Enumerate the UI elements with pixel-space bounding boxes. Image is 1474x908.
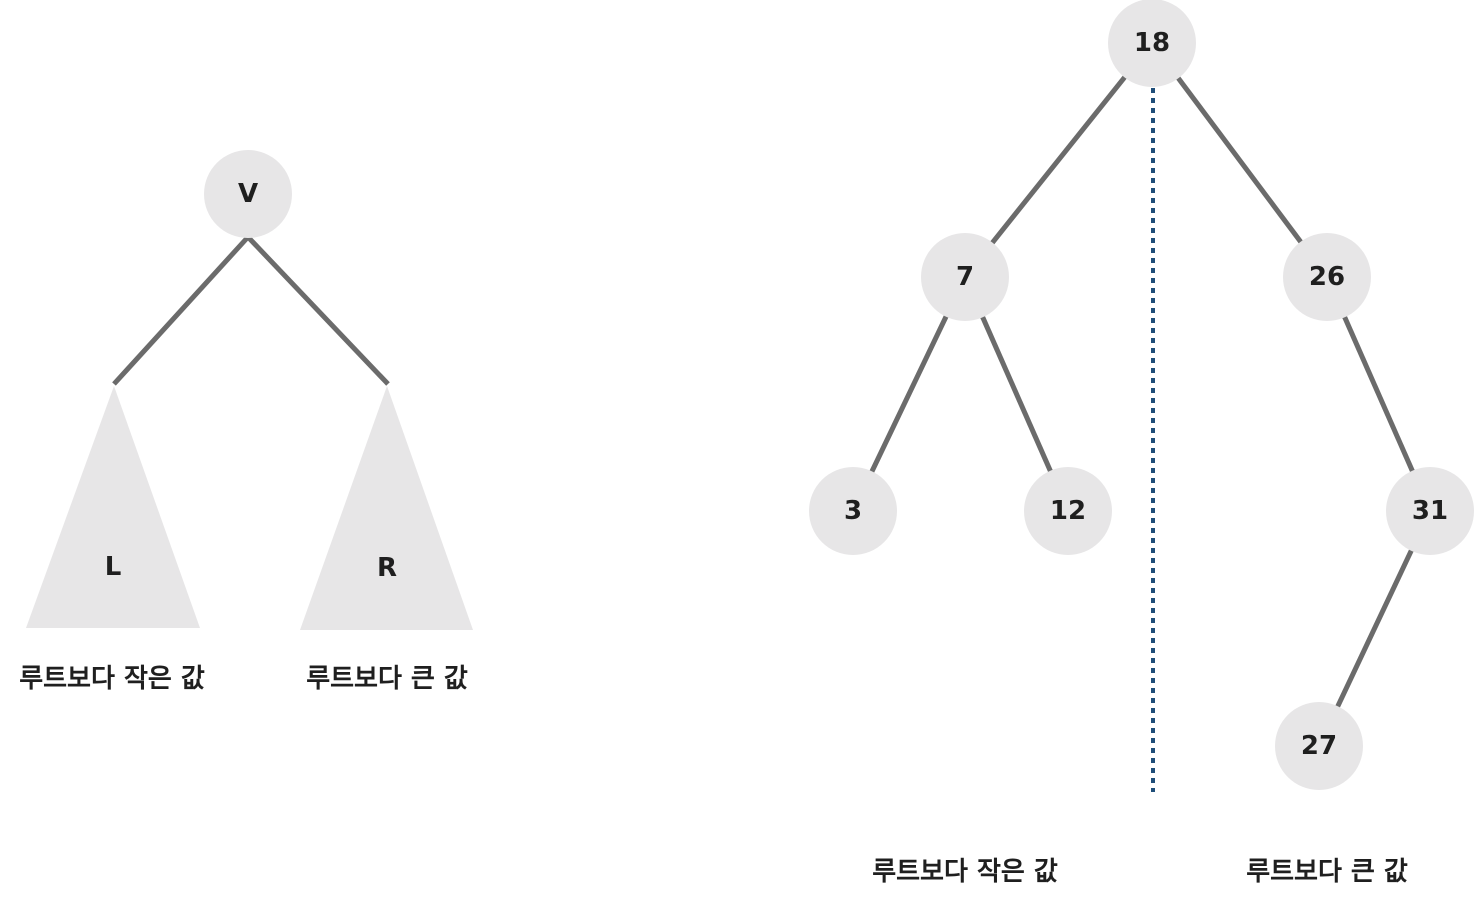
edge-26-31	[1341, 314, 1416, 474]
node-18	[1108, 0, 1196, 87]
generic-tree: V L R 루트보다 작은 값 루트보다 큰 값	[19, 150, 473, 694]
edge-root-right	[246, 235, 390, 386]
edge-7-12	[979, 314, 1054, 474]
node-label-31: 31	[1412, 496, 1448, 526]
left-caption: 루트보다 작은 값	[19, 664, 205, 694]
node-label-26: 26	[1309, 262, 1345, 292]
node-label-3: 3	[844, 496, 862, 526]
node-12	[1024, 467, 1112, 555]
node-7	[921, 233, 1009, 321]
right-subtree-label: R	[377, 553, 397, 583]
node-31	[1386, 467, 1474, 555]
example-left-caption: 루트보다 작은 값	[872, 857, 1058, 887]
node-label-18: 18	[1134, 28, 1170, 58]
right-subtree-triangle	[300, 386, 473, 630]
node-3	[809, 467, 897, 555]
left-subtree-label: L	[105, 552, 122, 582]
edge-18-26	[1175, 75, 1304, 245]
edge-31-27	[1334, 547, 1415, 710]
edge-18-7	[989, 74, 1128, 246]
right-caption: 루트보다 큰 값	[306, 664, 468, 694]
node-label-7: 7	[956, 262, 974, 292]
example-nodes: 18 7 26 3 12 31 27	[809, 0, 1474, 790]
example-tree: 18 7 26 3 12 31 27 루트보다 작은 값 루트보다 큰 값	[809, 0, 1474, 887]
node-26	[1283, 233, 1371, 321]
node-label-12: 12	[1050, 496, 1086, 526]
edge-root-left	[112, 235, 250, 386]
left-subtree-triangle	[26, 386, 200, 628]
example-edges	[868, 74, 1416, 710]
node-label-27: 27	[1301, 731, 1337, 761]
edge-7-3	[868, 313, 950, 475]
node-27	[1275, 702, 1363, 790]
example-right-caption: 루트보다 큰 값	[1246, 857, 1408, 887]
root-node-v	[204, 150, 292, 238]
root-node-label: V	[238, 179, 258, 209]
